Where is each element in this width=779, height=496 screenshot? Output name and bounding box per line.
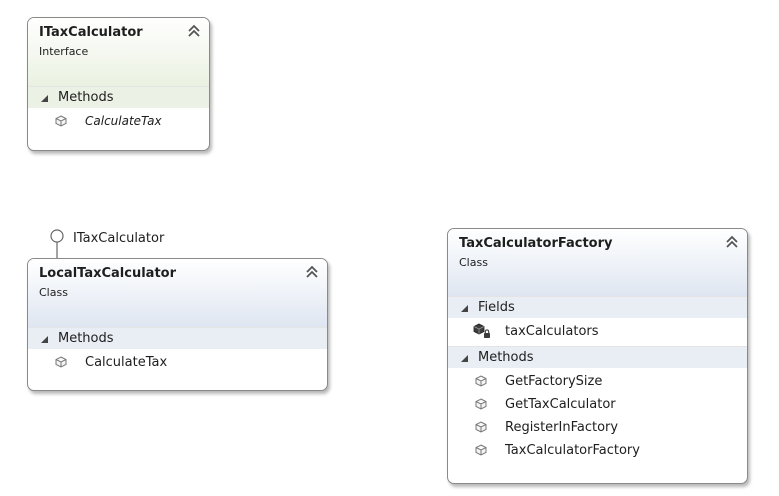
method-cube-icon (475, 444, 487, 456)
fields-compartment-header[interactable]: Fields (448, 296, 747, 318)
compartment-label: Methods (478, 350, 534, 365)
shape-header: ITaxCalculator Interface (28, 18, 209, 86)
method-name: CalculateTax (85, 114, 162, 128)
localtaxcalculator-shape[interactable]: LocalTaxCalculator Class Methods Calcula… (27, 258, 328, 391)
method-name: RegisterInFactory (505, 420, 619, 435)
shape-title: ITaxCalculator (39, 25, 143, 40)
method-name: GetFactorySize (505, 374, 603, 389)
shape-header: LocalTaxCalculator Class (28, 259, 327, 327)
compartment-label: Methods (58, 331, 114, 346)
method-item[interactable]: RegisterInFactory (448, 416, 747, 439)
itaxcalculator-shape[interactable]: ITaxCalculator Interface Methods Calcula… (27, 17, 210, 151)
methods-list: GetFactorySize GetTaxCalculator Register… (448, 368, 747, 465)
shape-title: TaxCalculatorFactory (459, 236, 613, 251)
methods-list: CalculateTax (28, 108, 209, 136)
field-name: taxCalculators (505, 324, 599, 339)
method-item[interactable]: GetFactorySize (448, 370, 747, 393)
method-cube-icon (55, 356, 67, 368)
taxcalculatorfactory-shape[interactable]: TaxCalculatorFactory Class Fields taxCal… (447, 228, 748, 484)
method-name: TaxCalculatorFactory (505, 443, 640, 458)
triangle-expanded-icon (41, 336, 48, 343)
methods-compartment-header[interactable]: Methods (28, 327, 327, 349)
fields-list: taxCalculators (448, 318, 747, 346)
method-item[interactable]: TaxCalculatorFactory (448, 439, 747, 462)
shape-stereotype: Class (459, 256, 488, 269)
private-field-icon (473, 323, 490, 338)
shape-stereotype: Class (39, 286, 68, 299)
collapse-icon[interactable] (725, 235, 739, 249)
shape-header: TaxCalculatorFactory Class (448, 229, 747, 296)
triangle-expanded-icon (461, 305, 468, 312)
method-cube-icon (475, 398, 487, 410)
triangle-expanded-icon (461, 355, 468, 362)
method-item[interactable]: CalculateTax (28, 110, 209, 133)
collapse-icon[interactable] (187, 24, 201, 38)
collapse-icon[interactable] (305, 265, 319, 279)
methods-compartment-header[interactable]: Methods (448, 346, 747, 368)
compartment-label: Fields (478, 300, 515, 315)
field-item[interactable]: taxCalculators (448, 320, 747, 343)
shape-stereotype: Interface (39, 45, 89, 58)
method-item[interactable]: GetTaxCalculator (448, 393, 747, 416)
method-cube-icon (475, 421, 487, 433)
method-cube-icon (475, 375, 487, 387)
compartment-label: Methods (58, 90, 114, 105)
method-name: CalculateTax (85, 355, 168, 370)
method-item[interactable]: CalculateTax (28, 351, 327, 374)
shape-title: LocalTaxCalculator (39, 266, 177, 281)
triangle-expanded-icon (41, 95, 48, 102)
method-name: GetTaxCalculator (505, 397, 616, 412)
method-cube-icon (55, 115, 67, 127)
methods-list: CalculateTax (28, 349, 327, 377)
implemented-interface-label[interactable]: ITaxCalculator (73, 231, 165, 246)
lollipop-interface-icon (50, 229, 64, 258)
methods-compartment-header[interactable]: Methods (28, 86, 209, 108)
